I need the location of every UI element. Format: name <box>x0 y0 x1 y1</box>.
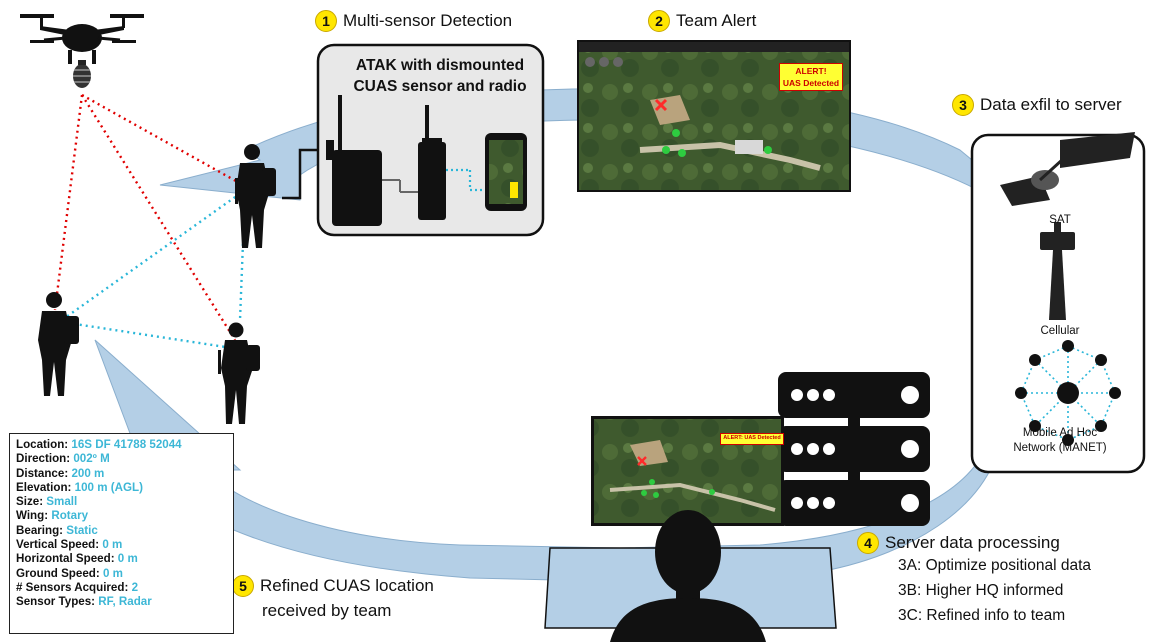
info-value: 16S DF 41788 52044 <box>71 438 182 451</box>
target-info-box: Location: 16S DF 41788 52044 Direction: … <box>9 433 234 634</box>
info-row: Sensor Types: RF, Radar <box>16 595 227 609</box>
sensor-title-line: ATAK with dismounted <box>355 57 525 74</box>
info-row: Size: Small <box>16 495 227 509</box>
info-row: Horizontal Speed: 0 m <box>16 552 227 566</box>
info-row: Distance: 200 m <box>16 467 227 481</box>
step-2: 2 Team Alert <box>648 10 756 32</box>
info-row: Elevation: 100 m (AGL) <box>16 481 227 495</box>
step-number: 5 <box>232 575 254 597</box>
alert-badge-small: ALERT: UAS Detected <box>720 433 784 445</box>
info-value: 002º M <box>73 452 110 466</box>
info-row: Ground Speed: 0 m <box>16 567 227 581</box>
step-label: Server data processing <box>885 533 1060 552</box>
operator-icon <box>610 510 766 642</box>
info-label: Wing: <box>16 509 49 523</box>
step-5-line2: received by team <box>262 601 392 620</box>
info-value: 0 m <box>102 538 123 552</box>
info-row: Wing: Rotary <box>16 509 227 523</box>
manet-line: Mobile Ad Hoc <box>1022 427 1098 439</box>
info-label: Sensor Types: <box>16 595 96 609</box>
step-5: 5 Refined CUAS location <box>232 575 434 597</box>
info-label: Elevation: <box>16 480 72 494</box>
radio-icon <box>418 105 446 220</box>
drone-links <box>53 93 244 341</box>
satellite-icon <box>1000 132 1135 206</box>
team-links <box>61 189 247 350</box>
info-label: Direction: <box>16 452 71 466</box>
step-4-item: 3A: Optimize positional data <box>898 557 1091 574</box>
server-icon <box>778 372 930 526</box>
step-1: 1 Multi-sensor Detection <box>315 10 512 32</box>
info-value: 200 m <box>71 466 105 480</box>
connector-line <box>282 148 320 200</box>
alert-badge: ALERT! UAS Detected <box>779 63 843 91</box>
step-number: 2 <box>648 10 670 32</box>
info-value: 0 m <box>102 566 123 580</box>
cell-tower-icon <box>1040 222 1075 320</box>
step-number: 1 <box>315 10 337 32</box>
step-number: 4 <box>857 532 879 554</box>
soldier-icon <box>235 144 276 248</box>
step-3: 3 Data exfil to server <box>952 94 1122 116</box>
step-4-item: 3B: Higher HQ informed <box>898 582 1064 599</box>
info-value: 2 <box>131 580 139 594</box>
step-label: Multi-sensor Detection <box>343 11 513 30</box>
info-label: Horizontal Speed: <box>16 552 115 566</box>
info-label: Size: <box>16 495 44 509</box>
info-label: Distance: <box>16 466 69 480</box>
info-row: Bearing: Static <box>16 524 227 538</box>
sensor-box-title: ATAK with dismounted CUAS sensor and rad… <box>330 55 550 97</box>
sat-label: SAT <box>1049 214 1071 226</box>
info-row: Vertical Speed: 0 m <box>16 538 227 552</box>
info-row: Location: 16S DF 41788 52044 <box>16 438 227 452</box>
soldier-icon <box>38 292 79 396</box>
cellular-label: Cellular <box>1040 325 1080 337</box>
step-label: Team Alert <box>676 11 757 30</box>
radio-icon <box>326 95 382 226</box>
drone-icon <box>20 14 144 64</box>
info-value: 100 m (AGL) <box>74 480 143 494</box>
phone-icon <box>485 133 527 211</box>
alert-line: ALERT! <box>795 66 827 76</box>
info-label: Bearing: <box>16 523 64 537</box>
info-value: Static <box>66 523 98 537</box>
info-value: Small <box>46 495 78 509</box>
info-label: Ground Speed: <box>16 566 100 580</box>
info-label: Vertical Speed: <box>16 538 100 552</box>
info-value: RF, Radar <box>98 595 152 609</box>
grenade-icon <box>73 60 91 88</box>
step-label: Refined CUAS location <box>260 576 434 595</box>
info-row: # Sensors Acquired: 2 <box>16 581 227 595</box>
manet-icon <box>1015 340 1121 446</box>
info-label: Location: <box>16 438 69 451</box>
step-4-item: 3C: Refined info to team <box>898 607 1066 624</box>
info-value: 0 m <box>117 552 138 566</box>
step-number: 3 <box>952 94 974 116</box>
alert-line: UAS Detected <box>782 78 840 88</box>
info-label: # Sensors Acquired: <box>16 580 129 594</box>
manet-line: Network (MANET) <box>1013 442 1107 454</box>
step-label: Data exfil to server <box>980 95 1122 114</box>
manet-label: Mobile Ad Hoc Network (MANET) <box>1000 426 1120 456</box>
step-4: 4 Server data processing <box>857 532 1060 554</box>
info-row: Direction: 002º M <box>16 452 227 466</box>
sensor-title-line: CUAS sensor and radio <box>353 78 527 95</box>
soldier-icon <box>218 322 260 424</box>
info-value: Rotary <box>51 509 89 523</box>
